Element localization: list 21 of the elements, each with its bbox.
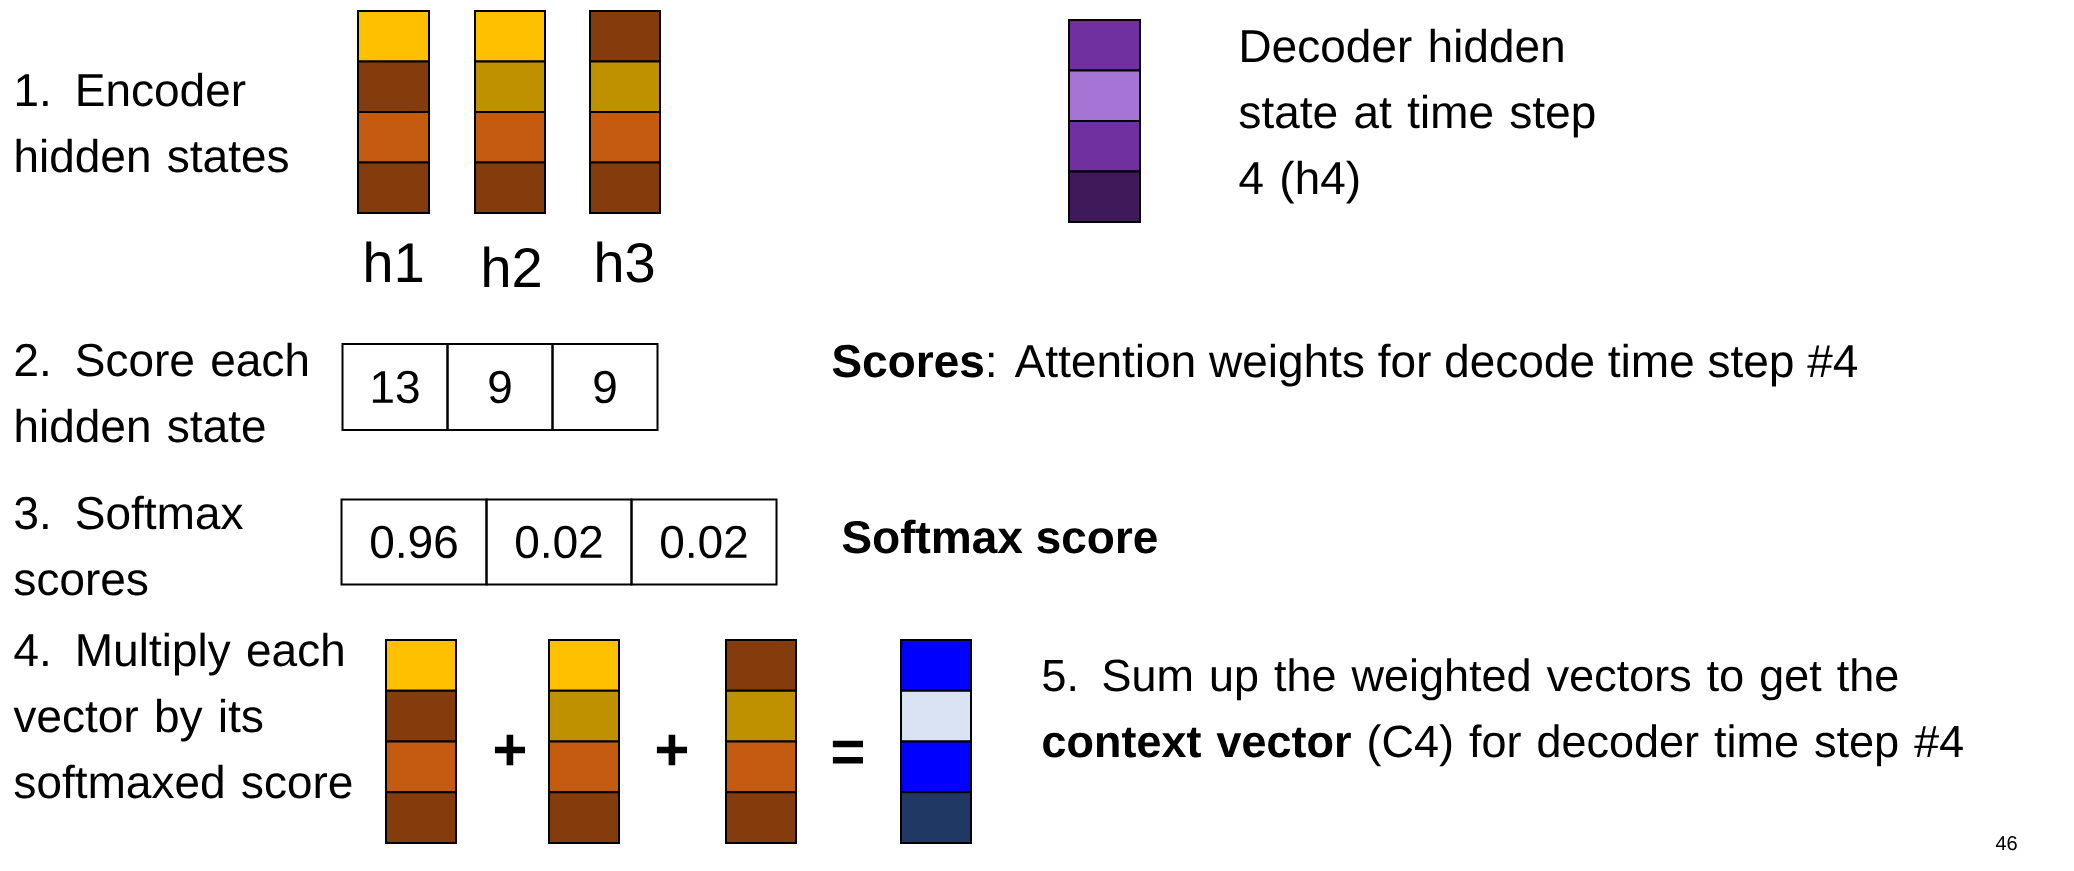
score-cell: 13 [341, 343, 449, 431]
score-cell: 9 [551, 343, 659, 431]
score-cell: 0.96 [340, 498, 488, 586]
operator-sign: = [832, 740, 863, 764]
description-text: Decoder hidden state at time step 4 (h4) [1239, 28, 1595, 204]
description-text: Softmax score [842, 519, 1157, 554]
step-text: 3. Softmax scores [14, 495, 243, 596]
vector-label: h3 [597, 241, 654, 283]
operator-sign: + [656, 734, 688, 766]
step-text: 5. Sum up the weighted vectors to get the context vector (C4) for decoder time step #4 [1043, 658, 1963, 767]
description-text: Scores: Attention weights for decode time step #4 [832, 343, 1858, 387]
score-cell: 0.02 [485, 498, 633, 586]
vector-label: h2 [484, 246, 540, 287]
score-cell: 9 [446, 343, 554, 431]
step-text: 2. Score each hidden state [15, 342, 307, 443]
score-cell: 0.02 [630, 498, 778, 586]
operator-sign: + [494, 734, 526, 766]
step-text: 4. Multiply each vector by its softmaxed score [13, 632, 352, 799]
step-text: 1. Encoder hidden states [16, 72, 288, 173]
vector-label: h1 [366, 241, 422, 282]
page-number: 46 [1995, 836, 2017, 851]
